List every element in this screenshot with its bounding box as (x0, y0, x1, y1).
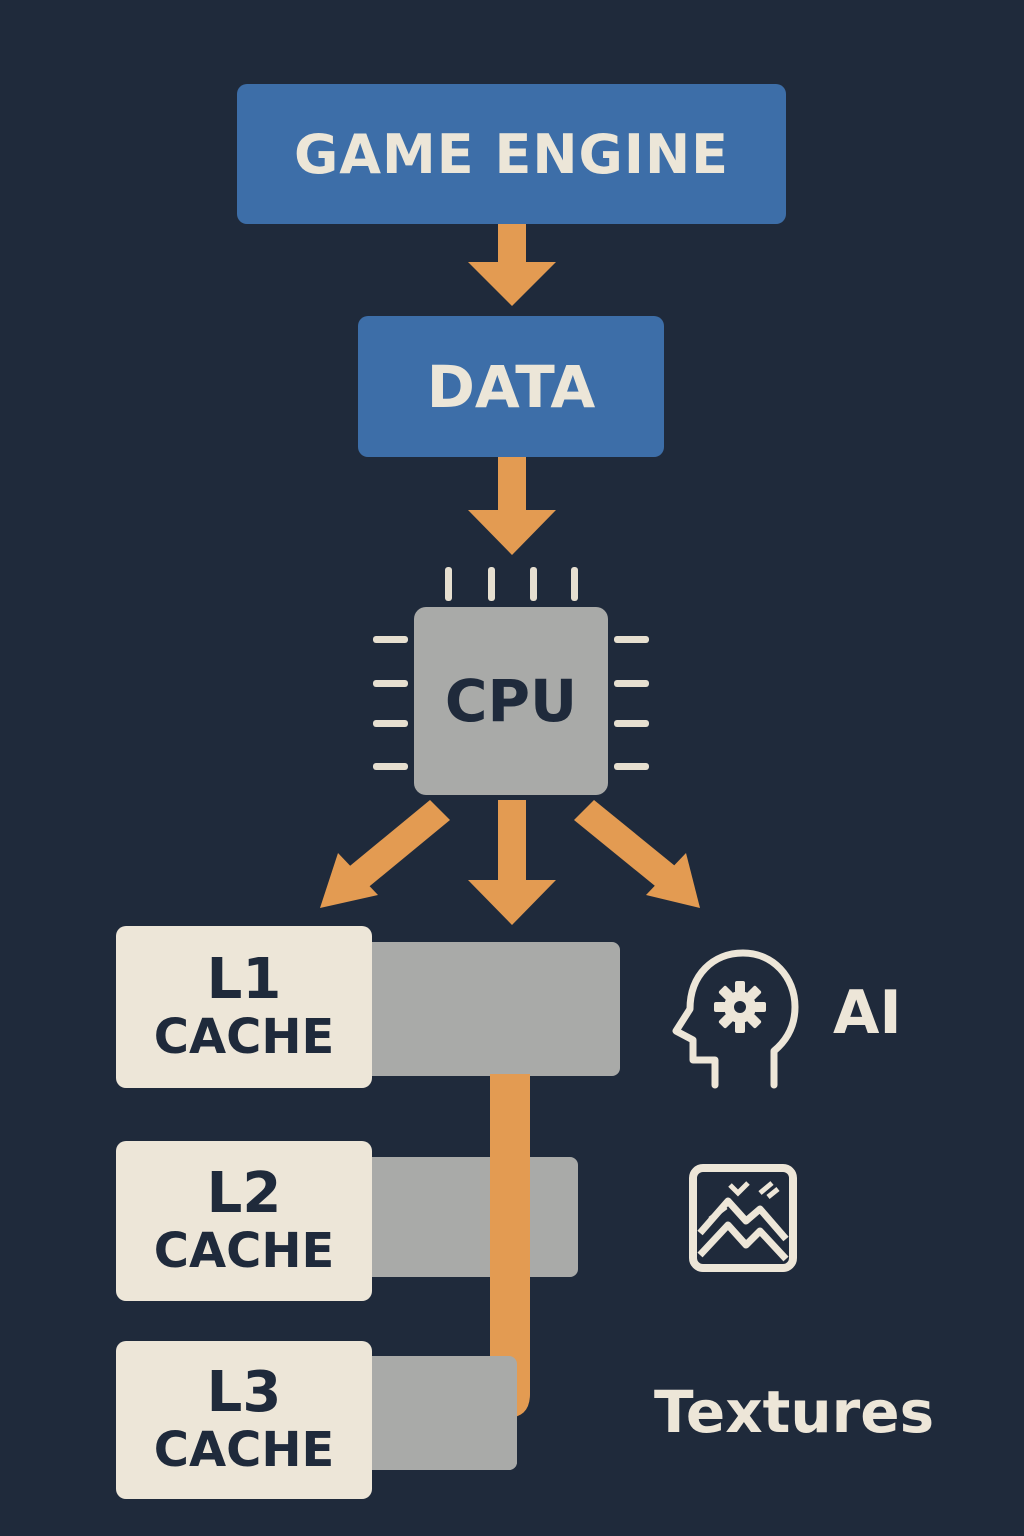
game-engine-box: GAME ENGINE (237, 84, 786, 224)
arrow-shaft-cpu-left (345, 800, 450, 890)
l1-level-label: L1 (206, 947, 282, 1012)
arrow-shaft-cpu-right (574, 800, 680, 890)
arrow-shaft-cpu-center (498, 800, 526, 884)
arrow-head-cpu-center (468, 880, 556, 925)
l3-cache-label: CACHE (153, 1422, 335, 1478)
cpu-pin-top-1 (445, 567, 452, 601)
l2-cache-box: L2 CACHE (116, 1141, 372, 1301)
cpu-pin-right-2 (614, 680, 649, 687)
arrow-shaft-engine-data (498, 224, 526, 266)
head-gear-icon (672, 949, 799, 1089)
l3-cache-box: L3 CACHE (116, 1341, 372, 1499)
arrow-head-cpu-left (320, 853, 378, 908)
cpu-pin-right-3 (614, 720, 649, 727)
cpu-pin-left-3 (373, 720, 408, 727)
l1-cache-box: L1 CACHE (116, 926, 372, 1088)
arrow-head-data-cpu (468, 510, 556, 555)
cache-bar-l1 (360, 942, 620, 1076)
cpu-pin-left-1 (373, 636, 408, 643)
l2-cache-label: CACHE (153, 1223, 335, 1279)
cpu-pin-top-2 (488, 567, 495, 601)
arrow-head-engine-data (468, 262, 556, 306)
cpu-pin-top-4 (571, 567, 578, 601)
textures-label: Textures (654, 1378, 935, 1446)
cache-bar-l3-front (360, 1356, 517, 1470)
cpu-pin-top-3 (530, 567, 537, 601)
data-box: DATA (358, 316, 664, 457)
cpu-pin-right-4 (614, 763, 649, 770)
arrow-shaft-data-cpu (498, 457, 526, 513)
cpu-pin-right-1 (614, 636, 649, 643)
image-texture-icon (689, 1164, 797, 1272)
l1-cache-label: CACHE (153, 1009, 335, 1065)
cpu-pin-left-4 (373, 763, 408, 770)
cpu-pin-left-2 (373, 680, 408, 687)
cpu-chip: CPU (414, 607, 608, 795)
cache-bar-l2 (360, 1157, 578, 1277)
arrow-head-cpu-right (646, 853, 700, 908)
ai-label: AI (833, 978, 902, 1048)
l2-level-label: L2 (206, 1161, 282, 1226)
l3-level-label: L3 (206, 1360, 282, 1425)
